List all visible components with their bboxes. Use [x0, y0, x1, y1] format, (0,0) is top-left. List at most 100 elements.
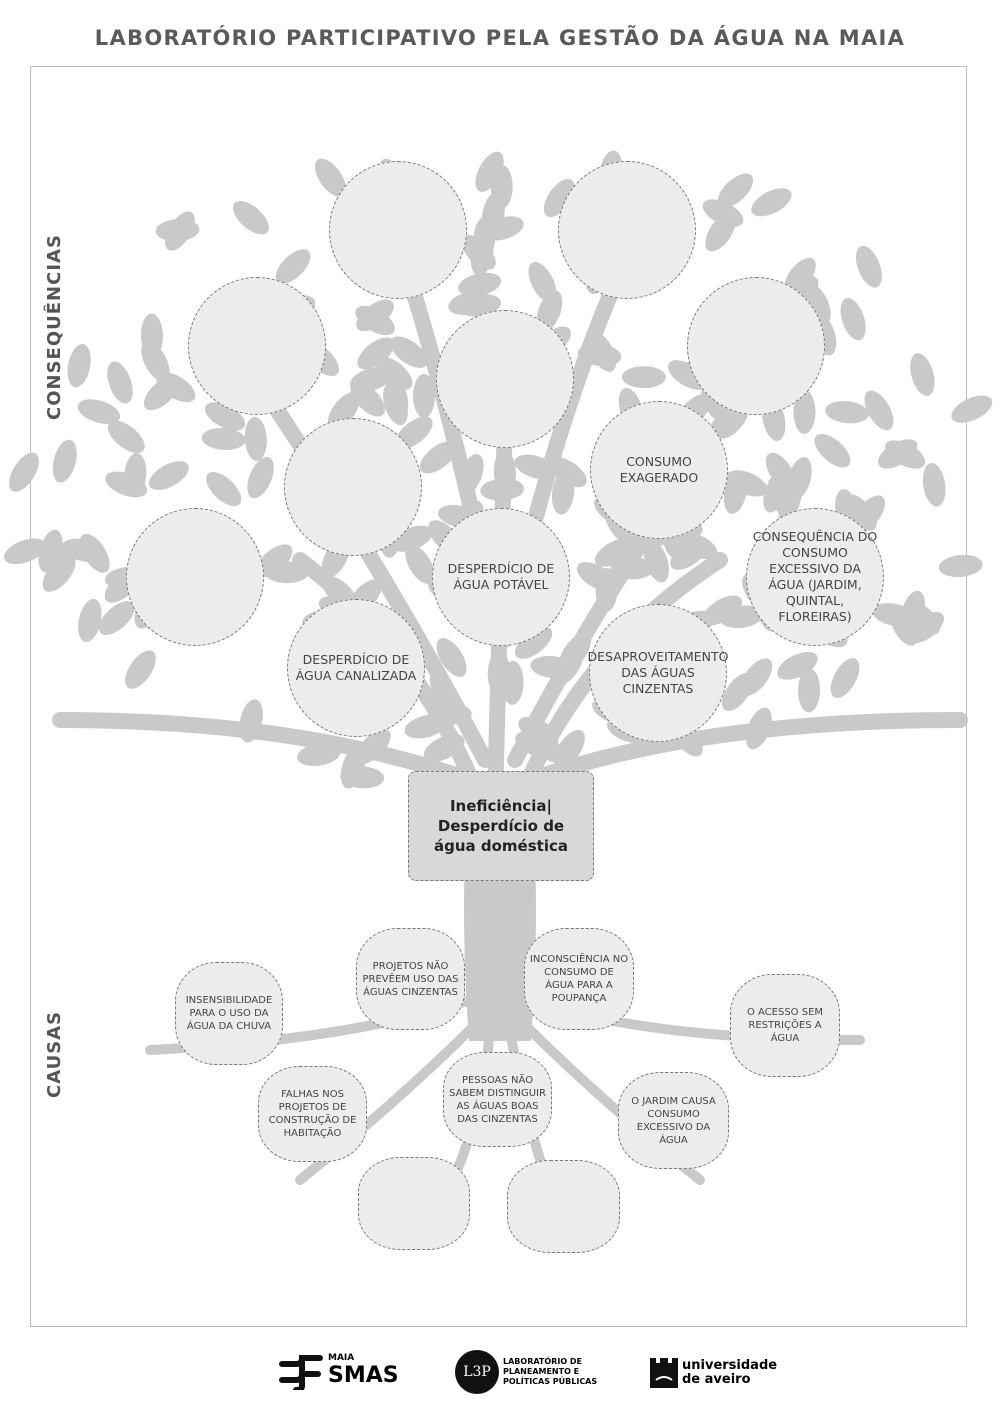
leaf: [751, 188, 792, 217]
consequence-circle[interactable]: [436, 310, 574, 448]
smas-mark-icon: [279, 1355, 323, 1390]
leaf: [461, 234, 496, 270]
leaf: [78, 598, 102, 643]
leaf: [204, 402, 246, 431]
ua-logo: universidade de aveiro: [650, 1358, 777, 1388]
leaf: [340, 766, 385, 789]
leaf: [853, 495, 885, 533]
leaf: [643, 540, 669, 583]
leaf: [356, 299, 394, 332]
consequence-circle[interactable]: [558, 161, 696, 299]
leaf: [232, 201, 270, 235]
leaf: [825, 401, 869, 424]
leaf: [143, 376, 180, 411]
leaf: [872, 603, 916, 627]
leaf: [206, 471, 242, 507]
consequence-circle[interactable]: [188, 277, 326, 415]
footer-logos: MAIA SMAS L3P LABORATÓRIO DE PLANEAMENTO…: [0, 1350, 1000, 1400]
leaf: [275, 249, 311, 284]
leaf: [349, 367, 393, 392]
leaf: [165, 211, 195, 251]
ua-line: de aveiro: [682, 1372, 751, 1387]
leaf: [528, 261, 557, 303]
l3p-line: POLÍTICAS PÚBLICAS: [503, 1377, 598, 1386]
leaf: [830, 658, 860, 699]
leaf: [357, 337, 395, 370]
cause-box[interactable]: O JARDIM CAUSA CONSUMO EXCESSIVO DA ÁGUA: [618, 1072, 729, 1169]
leaf: [670, 538, 709, 570]
leaf: [594, 538, 636, 567]
leaf: [514, 626, 553, 659]
leaf: [125, 650, 156, 689]
leaf: [107, 361, 133, 404]
leaf: [784, 257, 816, 296]
leaf: [405, 544, 435, 585]
consequence-circle[interactable]: DESPERDÍCIO DE ÁGUA POTÁVEL: [432, 508, 570, 646]
consequence-circle[interactable]: [126, 508, 264, 646]
leaf: [621, 366, 666, 389]
leaf: [77, 399, 121, 424]
cause-box[interactable]: [507, 1160, 620, 1253]
diagram-frame: [30, 66, 967, 1327]
leaf: [481, 216, 524, 241]
leaf: [67, 343, 91, 388]
leaf: [436, 637, 467, 677]
leaf: [52, 439, 77, 483]
leaf: [412, 374, 435, 419]
leaf: [255, 544, 293, 578]
leaf: [419, 441, 457, 474]
leaf: [922, 462, 946, 507]
cause-box[interactable]: PROJETOS NÃO PREVÊEM USO DAS ÁGUAS CINZE…: [356, 928, 465, 1030]
consequence-circle[interactable]: CONSUMO EXAGERADO: [590, 401, 728, 539]
cause-box[interactable]: PESSOAS NÃO SABEM DISTINGUIR AS ÁGUAS BO…: [443, 1052, 552, 1147]
leaf: [247, 456, 274, 499]
cause-box[interactable]: O ACESSO SEM RESTRIÇÕES A ÁGUA: [730, 974, 840, 1077]
leaf: [79, 533, 110, 573]
cause-box[interactable]: [358, 1157, 470, 1250]
leaf: [390, 336, 428, 368]
consequence-circle[interactable]: [284, 418, 422, 556]
leaf: [798, 668, 821, 713]
leaf: [793, 389, 816, 434]
leaf: [705, 212, 736, 252]
leaf: [723, 470, 748, 514]
consequences-label: CONSEQUÊNCIAS: [44, 234, 65, 420]
cause-box[interactable]: INCONSCIÊNCIA NO CONSUMO DE ÁGUA PARA A …: [524, 928, 634, 1030]
leaf: [855, 245, 882, 288]
leaf: [9, 452, 39, 492]
leaf: [717, 173, 754, 208]
smas-logo: MAIA SMAS: [278, 1350, 399, 1390]
cause-box[interactable]: INSENSIBILIDADE PARA O USO DA ÁGUA DA CH…: [175, 962, 283, 1065]
branch: [507, 362, 768, 768]
leaf: [448, 291, 492, 315]
l3p-line: PLANEAMENTO E: [503, 1367, 580, 1376]
leaf: [124, 452, 147, 497]
leaf: [201, 427, 246, 450]
leaf: [864, 390, 894, 431]
causes-label: CAUSAS: [44, 1010, 65, 1098]
leaf: [458, 272, 502, 297]
branch: [522, 712, 968, 788]
leaf: [244, 416, 267, 461]
leaf: [938, 554, 983, 578]
l3p-mark: L3P: [455, 1350, 499, 1394]
consequence-circle[interactable]: [329, 161, 467, 299]
leaf: [884, 440, 926, 469]
ua-castle-icon: [650, 1358, 678, 1388]
l3p-logo: L3P LABORATÓRIO DE PLANEAMENTO E POLÍTIC…: [455, 1350, 597, 1394]
leaf: [385, 377, 409, 422]
leaf: [475, 151, 504, 192]
smas-text: SMAS: [328, 1362, 399, 1388]
consequence-circle[interactable]: CONSEQUÊNCIA DO CONSUMO EXCESSIVO DA ÁGU…: [746, 508, 884, 646]
leaf: [148, 461, 189, 491]
cause-box[interactable]: FALHAS NOS PROJETOS DE CONSTRUÇÃO DE HAB…: [258, 1066, 367, 1162]
consequence-circle[interactable]: DESPERDÍCIO DE ÁGUA CANALIZADA: [287, 599, 425, 737]
core-problem-box[interactable]: Ineficiência| Desperdício de água domést…: [408, 771, 594, 881]
page-title: LABORATÓRIO PARTICIPATIVO PELA GESTÃO DA…: [94, 26, 906, 50]
consequence-circle[interactable]: [687, 277, 825, 415]
consequence-circle[interactable]: DESAPROVEITAMENTO DAS ÁGUAS CINZENTAS: [588, 604, 728, 742]
l3p-line: LABORATÓRIO DE: [503, 1357, 583, 1366]
branch: [52, 712, 478, 788]
